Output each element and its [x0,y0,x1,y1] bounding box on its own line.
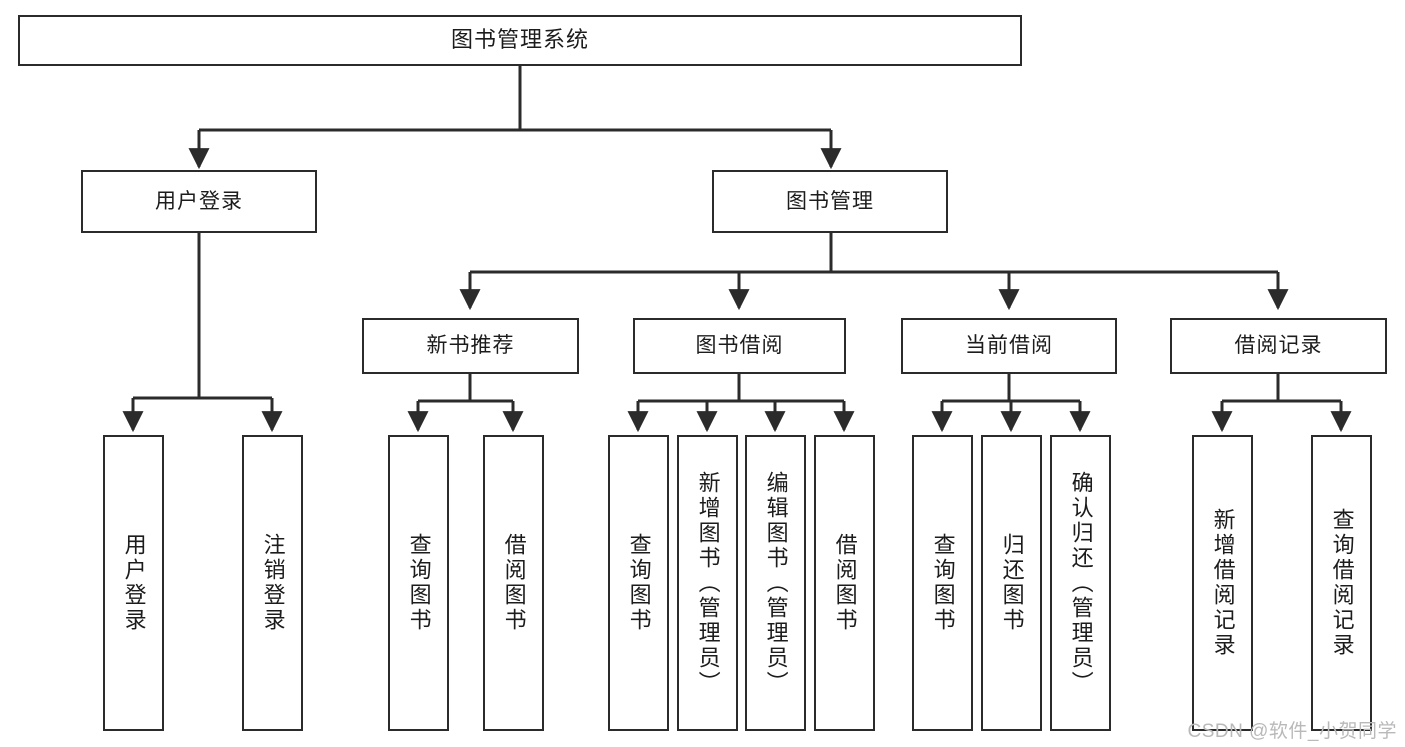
node-leaf-return-book-label: 归还图书 [999,533,1025,633]
node-root-label: 图书管理系统 [450,27,589,53]
node-leaf-add-borrow-record[interactable]: 新增借阅记录 [1192,435,1253,731]
node-leaf-return-book[interactable]: 归还图书 [981,435,1042,731]
node-borrow-record-label: 借阅记录 [1234,334,1323,358]
node-new-book-recommend[interactable]: 新书推荐 [362,318,579,374]
node-leaf-user-logout[interactable]: 注销登录 [242,435,303,731]
node-leaf-borrow-book-2-label: 借阅图书 [832,533,858,633]
watermark: CSDN @软件_小贺同学 [1187,721,1397,742]
node-leaf-user-login[interactable]: 用户登录 [103,435,164,731]
node-new-book-recommend-label: 新书推荐 [426,334,515,358]
node-book-management[interactable]: 图书管理 [712,170,948,233]
node-current-borrow[interactable]: 当前借阅 [901,318,1117,374]
node-root[interactable]: 图书管理系统 [18,15,1022,66]
node-leaf-query-borrow-record-label: 查询借阅记录 [1329,508,1355,658]
node-book-management-label: 图书管理 [786,189,874,213]
node-leaf-edit-book-label: 编辑图书（管理员） [763,470,789,696]
node-leaf-add-borrow-record-label: 新增借阅记录 [1210,508,1236,658]
node-borrow-record[interactable]: 借阅记录 [1170,318,1387,374]
node-leaf-borrow-book-1[interactable]: 借阅图书 [483,435,544,731]
node-leaf-query-book-1[interactable]: 查询图书 [388,435,449,731]
node-leaf-borrow-book-1-label: 借阅图书 [501,533,527,633]
node-leaf-query-book-3-label: 查询图书 [930,533,956,633]
node-leaf-user-login-label: 用户登录 [121,533,147,633]
node-leaf-confirm-return[interactable]: 确认归还（管理员） [1050,435,1111,731]
node-leaf-borrow-book-2[interactable]: 借阅图书 [814,435,875,731]
node-book-borrow[interactable]: 图书借阅 [633,318,846,374]
node-current-borrow-label: 当前借阅 [965,334,1053,358]
node-leaf-edit-book[interactable]: 编辑图书（管理员） [745,435,806,731]
node-leaf-add-book-label: 新增图书（管理员） [695,470,721,696]
node-leaf-query-book-3[interactable]: 查询图书 [912,435,973,731]
node-book-borrow-label: 图书借阅 [695,334,784,358]
node-leaf-query-book-1-label: 查询图书 [406,533,432,633]
node-user-login[interactable]: 用户登录 [81,170,317,233]
node-leaf-query-book-2-label: 查询图书 [626,533,652,633]
node-leaf-query-book-2[interactable]: 查询图书 [608,435,669,731]
node-leaf-query-borrow-record[interactable]: 查询借阅记录 [1311,435,1372,731]
node-leaf-add-book[interactable]: 新增图书（管理员） [677,435,738,731]
node-user-login-label: 用户登录 [155,189,243,213]
node-leaf-confirm-return-label: 确认归还（管理员） [1068,470,1094,696]
node-leaf-user-logout-label: 注销登录 [260,533,286,633]
